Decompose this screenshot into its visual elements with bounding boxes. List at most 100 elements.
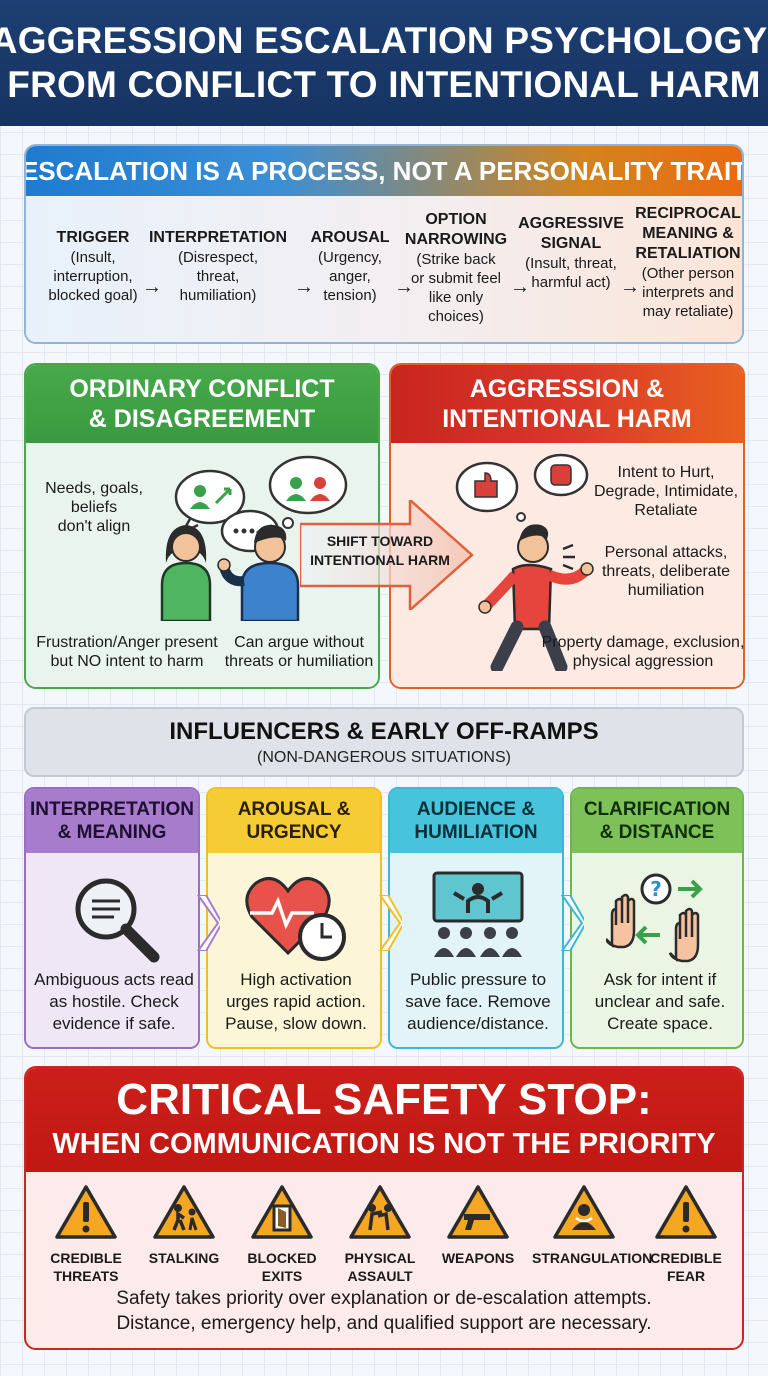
heart-clock-icon xyxy=(245,877,346,961)
card-title: AUDIENCE & HUMILIATION xyxy=(390,789,562,853)
exclamation-warning-icon xyxy=(55,1185,117,1239)
safety-item-credible-fear: CREDIBLE FEAR xyxy=(636,1184,736,1285)
page-title-line2: FROM CONFLICT TO INTENTIONAL HARM xyxy=(7,64,761,105)
step-arousal: AROUSAL (Urgency, anger, tension) xyxy=(304,228,396,305)
step-label: AROUSAL xyxy=(310,229,390,246)
step-label: TRIGGER xyxy=(56,229,130,246)
strangulation-warning-icon xyxy=(553,1185,615,1239)
intent-text: Intent to Hurt, Degrade, Intimidate, Ret… xyxy=(593,464,739,519)
step-reciprocal: RECIPROCAL MEANING & RETALIATION (Other … xyxy=(632,204,742,321)
magnifier-icon xyxy=(75,878,160,963)
fight-warning-icon xyxy=(349,1185,411,1239)
aggression-panel: AGGRESSION & INTENTIONAL HARM Intent to … xyxy=(389,363,745,689)
card-title: INTERPRETATION & MEANING xyxy=(26,789,198,853)
chevron-right-icon xyxy=(378,895,402,951)
arrow-right-icon: → xyxy=(394,276,414,298)
step-detail: (Urgency, anger, tension) xyxy=(318,249,382,304)
card-body xyxy=(208,853,380,1047)
step-detail: (Other person interprets and may retalia… xyxy=(641,265,735,320)
influencers-subtitle: (NON-DANGEROUS SITUATIONS) xyxy=(257,749,511,766)
arrow-right-icon: → xyxy=(142,276,162,298)
arrow-right-icon: → xyxy=(620,276,640,298)
process-title: ESCALATION IS A PROCESS, NOT A PERSONALI… xyxy=(26,146,742,196)
safety-note: Safety takes priority over explanation o… xyxy=(116,1288,652,1334)
shift-arrow: SHIFT TOWARD INTENTIONAL HARM xyxy=(300,500,480,610)
influencers-banner: INFLUENCERS & EARLY OFF-RAMPS (NON-DANGE… xyxy=(24,707,744,777)
panel-title-line1: ORDINARY CONFLICT xyxy=(69,375,335,403)
safety-item-label: STRANGULATION xyxy=(532,1250,653,1266)
safety-item-label: CREDIBLE THREATS xyxy=(50,1250,122,1284)
card-interpretation: INTERPRETATION & MEANING Ambiguous acts … xyxy=(24,787,200,1049)
panel-title-line2: & DISAGREEMENT xyxy=(88,405,316,433)
safety-item-credible-threats: CREDIBLE THREATS xyxy=(36,1184,136,1285)
hands-question-icon: ? xyxy=(606,873,703,963)
safety-item-blocked-exits: BLOCKED EXITS xyxy=(232,1184,332,1285)
chevron-right-icon xyxy=(196,895,220,951)
arrow-right-icon: → xyxy=(510,276,530,298)
safety-header: CRITICAL SAFETY STOP: WHEN COMMUNICATION… xyxy=(26,1068,742,1172)
card-text: Ambiguous acts read as hostile. Check ev… xyxy=(34,970,194,1033)
critical-safety-section: CRITICAL SAFETY STOP: WHEN COMMUNICATION… xyxy=(24,1066,744,1350)
process-body: TRIGGER (Insult, interruption, blocked g… xyxy=(26,196,742,342)
step-label: INTERPRETATION xyxy=(148,229,288,246)
card-text: High activation urges rapid action. Paus… xyxy=(225,970,367,1033)
stalking-warning-icon xyxy=(153,1185,215,1239)
step-detail: (Insult, interruption, blocked goal) xyxy=(48,249,138,304)
safety-subtitle: WHEN COMMUNICATION IS NOT THE PRIORITY xyxy=(52,1128,716,1160)
safety-item-strangulation: STRANGULATION xyxy=(532,1184,653,1267)
svg-text:?: ? xyxy=(650,877,662,901)
arrow-right-icon: → xyxy=(294,276,314,298)
safety-item-label: STALKING xyxy=(148,1250,220,1266)
panel-title-line2: INTENTIONAL HARM xyxy=(442,405,692,433)
attacks-text: Personal attacks, threats, deliberate hu… xyxy=(601,544,731,599)
step-detail: (Strike back or submit feel like only ch… xyxy=(410,251,502,325)
needs-text: Needs, goals, beliefs don't align xyxy=(45,480,143,535)
card-title: CLARIFICATION & DISTANCE xyxy=(572,789,742,853)
influencers-title: INFLUENCERS & EARLY OFF-RAMPS xyxy=(169,718,599,745)
safety-item-stalking: STALKING xyxy=(134,1184,234,1267)
exclamation-warning-icon xyxy=(655,1185,717,1239)
card-text: Ask for intent if unclear and safe. Crea… xyxy=(594,970,726,1033)
audience-icon xyxy=(432,871,524,957)
safety-item-label: WEAPONS xyxy=(441,1250,515,1266)
two-people-discussing-icon xyxy=(160,455,348,621)
safety-item-label: BLOCKED EXITS xyxy=(247,1250,317,1284)
step-aggressive-signal: AGGRESSIVE SIGNAL (Insult, threat, harmf… xyxy=(516,214,626,292)
card-text: Public pressure to save face. Remove aud… xyxy=(405,970,551,1033)
angry-person-icon xyxy=(455,453,594,671)
frustration-text: Frustration/Anger present but NO intent … xyxy=(36,634,218,670)
step-option-narrowing: OPTION NARROWING (Strike back or submit … xyxy=(398,210,514,326)
card-clarification: CLARIFICATION & DISTANCE ? Ask for inten… xyxy=(570,787,744,1049)
safety-item-physical-assault: PHYSICAL ASSAULT xyxy=(330,1184,430,1285)
chevron-right-icon xyxy=(560,895,584,951)
step-interpretation: INTERPRETATION (Disrespect, threat, humi… xyxy=(140,228,296,305)
gun-warning-icon xyxy=(447,1185,509,1239)
door-warning-icon xyxy=(251,1185,313,1239)
card-arousal: AROUSAL & URGENCY High activation urges … xyxy=(206,787,382,1049)
step-label: OPTION NARROWING xyxy=(404,211,508,248)
panel-title-line1: AGGRESSION & xyxy=(469,375,665,403)
page-title-line1: AGGRESSION ESCALATION PSYCHOLOGY: xyxy=(0,20,768,61)
big-arrow-right-icon xyxy=(300,500,474,610)
argue-text: Can argue without threats or humiliation xyxy=(224,634,374,670)
card-body xyxy=(390,853,562,1047)
page-header: AGGRESSION ESCALATION PSYCHOLOGY: FROM C… xyxy=(0,0,768,126)
shift-label: SHIFT TOWARD INTENTIONAL HARM xyxy=(310,533,450,568)
card-title: AROUSAL & URGENCY xyxy=(208,789,380,853)
step-detail: (Disrespect, threat, humiliation) xyxy=(177,249,259,304)
escalation-process-section: ESCALATION IS A PROCESS, NOT A PERSONALI… xyxy=(24,144,744,344)
safety-item-weapons: WEAPONS xyxy=(428,1184,528,1267)
safety-title: CRITICAL SAFETY STOP: xyxy=(116,1075,652,1124)
step-trigger: TRIGGER (Insult, interruption, blocked g… xyxy=(38,228,148,305)
step-label: AGGRESSIVE SIGNAL xyxy=(518,215,624,252)
safety-item-label: PHYSICAL ASSAULT xyxy=(344,1250,416,1284)
card-audience: AUDIENCE & HUMILIATION Public pressure t… xyxy=(388,787,564,1049)
card-body xyxy=(26,853,198,1047)
step-detail: (Insult, threat, harmful act) xyxy=(525,255,617,291)
panel-header: AGGRESSION & INTENTIONAL HARM xyxy=(391,365,743,443)
step-label: RECIPROCAL MEANING & RETALIATION xyxy=(635,205,741,262)
panel-header: ORDINARY CONFLICT & DISAGREEMENT xyxy=(26,365,378,443)
damage-text: Property damage, exclusion, physical agg… xyxy=(541,634,745,670)
card-body: ? xyxy=(572,853,742,1047)
safety-item-label: CREDIBLE FEAR xyxy=(650,1250,722,1284)
